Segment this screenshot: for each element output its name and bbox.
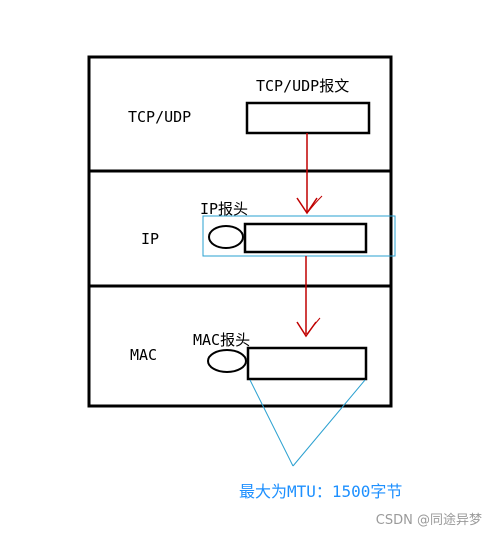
arrow-tcp-to-ip-head	[296, 197, 318, 215]
tcp-packet-box	[245, 101, 371, 135]
layer-stack-frame	[87, 55, 393, 408]
watermark: CSDN @同途异梦	[376, 512, 482, 528]
mtu-bracket-left	[249, 379, 294, 467]
mac-payload-box	[246, 346, 368, 381]
layer-name-mac: MAC	[130, 346, 157, 364]
arrow-tcp-to-ip-tail-stroke	[307, 195, 323, 213]
mac-header-ellipse	[207, 349, 247, 373]
arrow-ip-to-mac-tail-stroke	[306, 317, 321, 335]
mtu-bracket-right	[292, 379, 366, 467]
ip-header-label: IP报头	[200, 200, 248, 218]
layer-name-tcp: TCP/UDP	[128, 108, 191, 126]
ip-header-ellipse	[208, 225, 244, 249]
tcp-packet-label: TCP/UDP报文	[256, 77, 349, 95]
ip-payload-box	[243, 222, 368, 254]
layer-name-ip: IP	[141, 230, 159, 248]
mac-header-label: MAC报头	[193, 331, 250, 349]
ip-packet-highlight	[202, 215, 396, 257]
mtu-note: 最大为MTU：1500字节	[239, 482, 402, 501]
